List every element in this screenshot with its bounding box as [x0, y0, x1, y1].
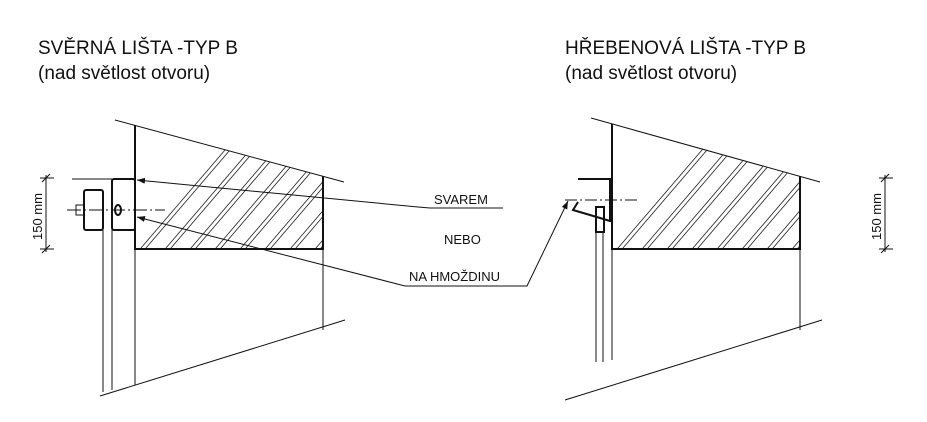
hatch-line	[264, 125, 323, 249]
left-dimension-label: 150 mm	[30, 193, 45, 240]
hatch-line	[164, 125, 286, 249]
hatch-line	[691, 124, 800, 249]
hatch-line	[159, 125, 281, 249]
hatch-line	[309, 125, 323, 249]
hatch-line	[289, 125, 323, 249]
right-title: HŘEBENOVÁ LIŠTA -TYP B	[565, 37, 806, 59]
hatch-line	[189, 125, 311, 249]
hatch-line	[335, 115, 455, 255]
hatch-line	[259, 125, 323, 249]
left-dimension: 150 mm	[30, 173, 54, 254]
right-dimension-label: 150 mm	[869, 193, 884, 240]
hatch-line	[314, 125, 323, 249]
hatch-line	[641, 124, 763, 249]
clamp-bolt-assembly	[67, 178, 165, 231]
hatch-line	[135, 125, 256, 249]
hatch-line	[239, 125, 323, 249]
hatch-line	[761, 124, 800, 249]
right-wall-section	[564, 117, 823, 401]
hatch-line	[284, 125, 323, 249]
hatch-line	[234, 125, 323, 249]
anchor-label: NA HMOŽDINU	[409, 269, 500, 284]
hatch-line	[766, 124, 800, 249]
hatch-line	[209, 125, 323, 249]
hatch-line	[791, 124, 800, 249]
hatch-line	[340, 115, 460, 255]
annotation-leaders	[136, 177, 569, 287]
left-wall-section	[99, 115, 460, 397]
hatch-line	[661, 124, 783, 249]
weld-label: SVAREM	[434, 192, 488, 207]
or-label: NEBO	[444, 232, 481, 247]
hatch-line	[716, 124, 800, 249]
hatch-line	[616, 124, 738, 249]
hatch-line	[139, 125, 261, 249]
hatch-line	[686, 124, 800, 249]
right-dimension: 150 mm	[869, 173, 893, 254]
hatch-line	[612, 124, 733, 249]
hatch-line	[214, 125, 323, 249]
right-subtitle: (nad světlost otvoru)	[565, 63, 737, 84]
hatch-line	[711, 124, 800, 249]
left-subtitle: (nad světlost otvoru)	[38, 63, 210, 84]
hatch-line	[741, 124, 800, 249]
left-title: SVĚRNÁ LIŠTA -TYP B	[38, 37, 238, 59]
hatch-line	[666, 124, 788, 249]
hatch-line	[736, 124, 800, 249]
hatch-line	[786, 124, 800, 249]
comb-strip-clip	[565, 178, 640, 233]
